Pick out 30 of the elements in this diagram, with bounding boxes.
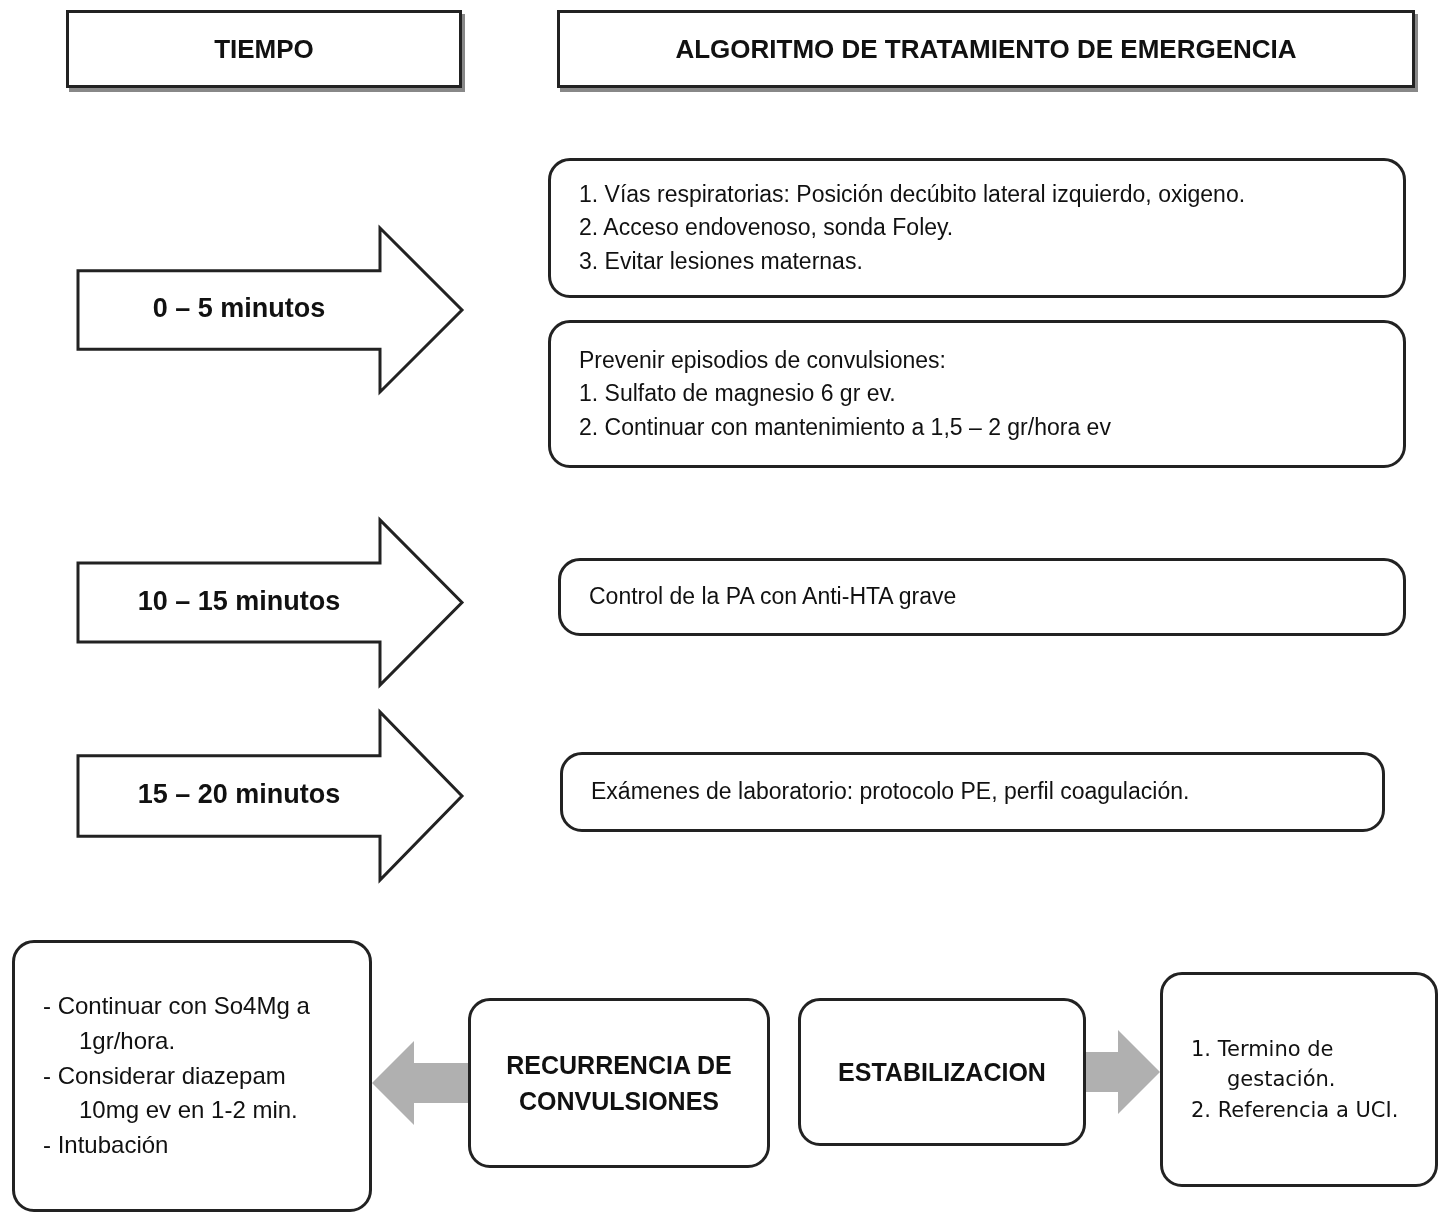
time-label: 10 – 15 minutos (136, 585, 342, 617)
list-item: 2. Referencia a UCI. (1191, 1096, 1400, 1124)
list-item: 1. Sulfato de magnesio 6 gr ev. (579, 379, 897, 409)
list-item: - Intubación (43, 1130, 170, 1161)
list-item: 2. Acceso endovenoso, sonda Foley. (579, 213, 955, 243)
instruction-box (548, 320, 1406, 468)
list-item: Prevenir episodios de convulsiones: (579, 346, 947, 375)
instruction-box (560, 752, 1385, 832)
list-item: 3. Evitar lesiones maternas. (579, 246, 864, 276)
time-label: 0 – 5 minutos (151, 293, 327, 324)
box-title: ESTABILIZACION (838, 1056, 1046, 1088)
process-box (468, 998, 770, 1168)
time-label: 15 – 20 minutos (136, 779, 342, 810)
list-item: 2. Continuar con mantenimiento a 1,5 – 2 gr/hora ev (579, 412, 1112, 442)
block-arrow (372, 1041, 468, 1125)
list-item: 1. Termino de gestación. (1191, 1035, 1337, 1094)
list-item: Control de la PA con Anti-HTA grave (589, 582, 958, 612)
list-item: - Continuar con So4Mg a 1gr/hora. (43, 991, 311, 1056)
process-box (798, 998, 1086, 1146)
instruction-box (548, 158, 1406, 298)
block-arrow (1086, 1030, 1160, 1114)
list-item: - Considerar diazepam 10mg ev en 1-2 min. (43, 1060, 299, 1126)
instruction-box (558, 558, 1406, 636)
box-title: TIEMPO (214, 33, 314, 65)
box-title: ALGORITMO DE TRATAMIENTO DE EMERGENCIA (675, 33, 1297, 65)
list-item: 1. Vías respiratorias: Posición decúbito lateral izquierdo, oxigeno. (579, 180, 1247, 209)
instruction-box (1160, 972, 1438, 1187)
instruction-box (12, 940, 372, 1212)
list-item: Exámenes de laboratorio: protocolo PE, perfil coagulación. (591, 777, 1191, 807)
box-title: RECURRENCIA DE CONVULSIONES (505, 1049, 733, 1117)
